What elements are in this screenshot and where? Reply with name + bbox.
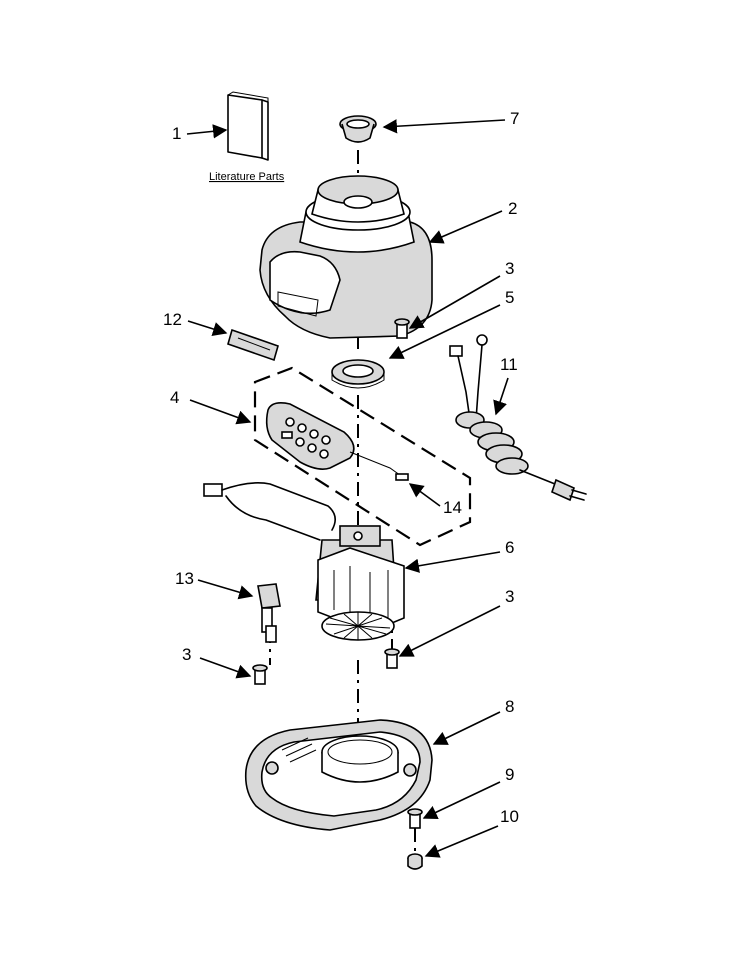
svg-text:4: 4 [170,388,179,407]
motor-part[interactable] [315,525,405,641]
svg-text:8: 8 [505,697,514,716]
svg-text:1: 1 [172,124,181,143]
callout-7: 7 [382,109,519,134]
callout-5: 5 [388,288,514,359]
callout-3-left: 3 [182,645,252,679]
callout-2: 2 [428,199,517,244]
svg-text:10: 10 [500,807,519,826]
base-screw-part[interactable] [407,808,423,829]
svg-text:3: 3 [505,587,514,606]
svg-text:7: 7 [510,109,519,128]
svg-text:14: 14 [443,498,462,517]
drive-coupling-part[interactable] [339,115,377,143]
literature-parts-label: Literature Parts [209,171,285,183]
svg-text:13: 13 [175,569,194,588]
rubber-foot-part[interactable] [407,853,423,870]
callout-13: 13 [175,569,254,600]
callout-10: 10 [424,807,519,858]
cooling-fan [321,611,395,641]
callout-11: 11 [493,355,518,416]
gasket-ring-part[interactable] [331,359,385,389]
wire-harness-part[interactable] [203,482,336,541]
literature-parts-part[interactable]: Literature Parts [209,91,285,183]
control-buttons [281,417,331,459]
callout-1: 1 [172,124,228,143]
callout-3-right: 3 [398,587,514,657]
callout-3-top: 3 [408,259,514,329]
svg-text:9: 9 [505,765,514,784]
control-panel-part[interactable] [265,402,409,481]
switch-assembly-part[interactable] [257,583,281,643]
control-panel-group [253,366,472,547]
svg-text:3: 3 [182,645,191,664]
screw-part-left[interactable] [252,664,268,685]
svg-text:3: 3 [505,259,514,278]
callout-12: 12 [163,310,228,336]
svg-text:12: 12 [163,310,182,329]
callout-4: 4 [170,388,252,425]
svg-text:11: 11 [500,355,518,374]
svg-text:6: 6 [505,538,514,557]
callout-14: 14 [408,483,462,517]
svg-text:5: 5 [505,288,514,307]
power-cord-part[interactable] [449,334,587,502]
top-housing-part[interactable] [259,175,433,339]
callout-9: 9 [422,765,514,819]
screw-part-top[interactable] [394,318,410,339]
svg-text:2: 2 [508,199,517,218]
base-part[interactable] [244,719,433,831]
badge-part[interactable] [227,328,279,362]
screw-part-right[interactable] [384,648,400,669]
callout-6: 6 [404,538,514,573]
callout-8: 8 [432,697,514,745]
